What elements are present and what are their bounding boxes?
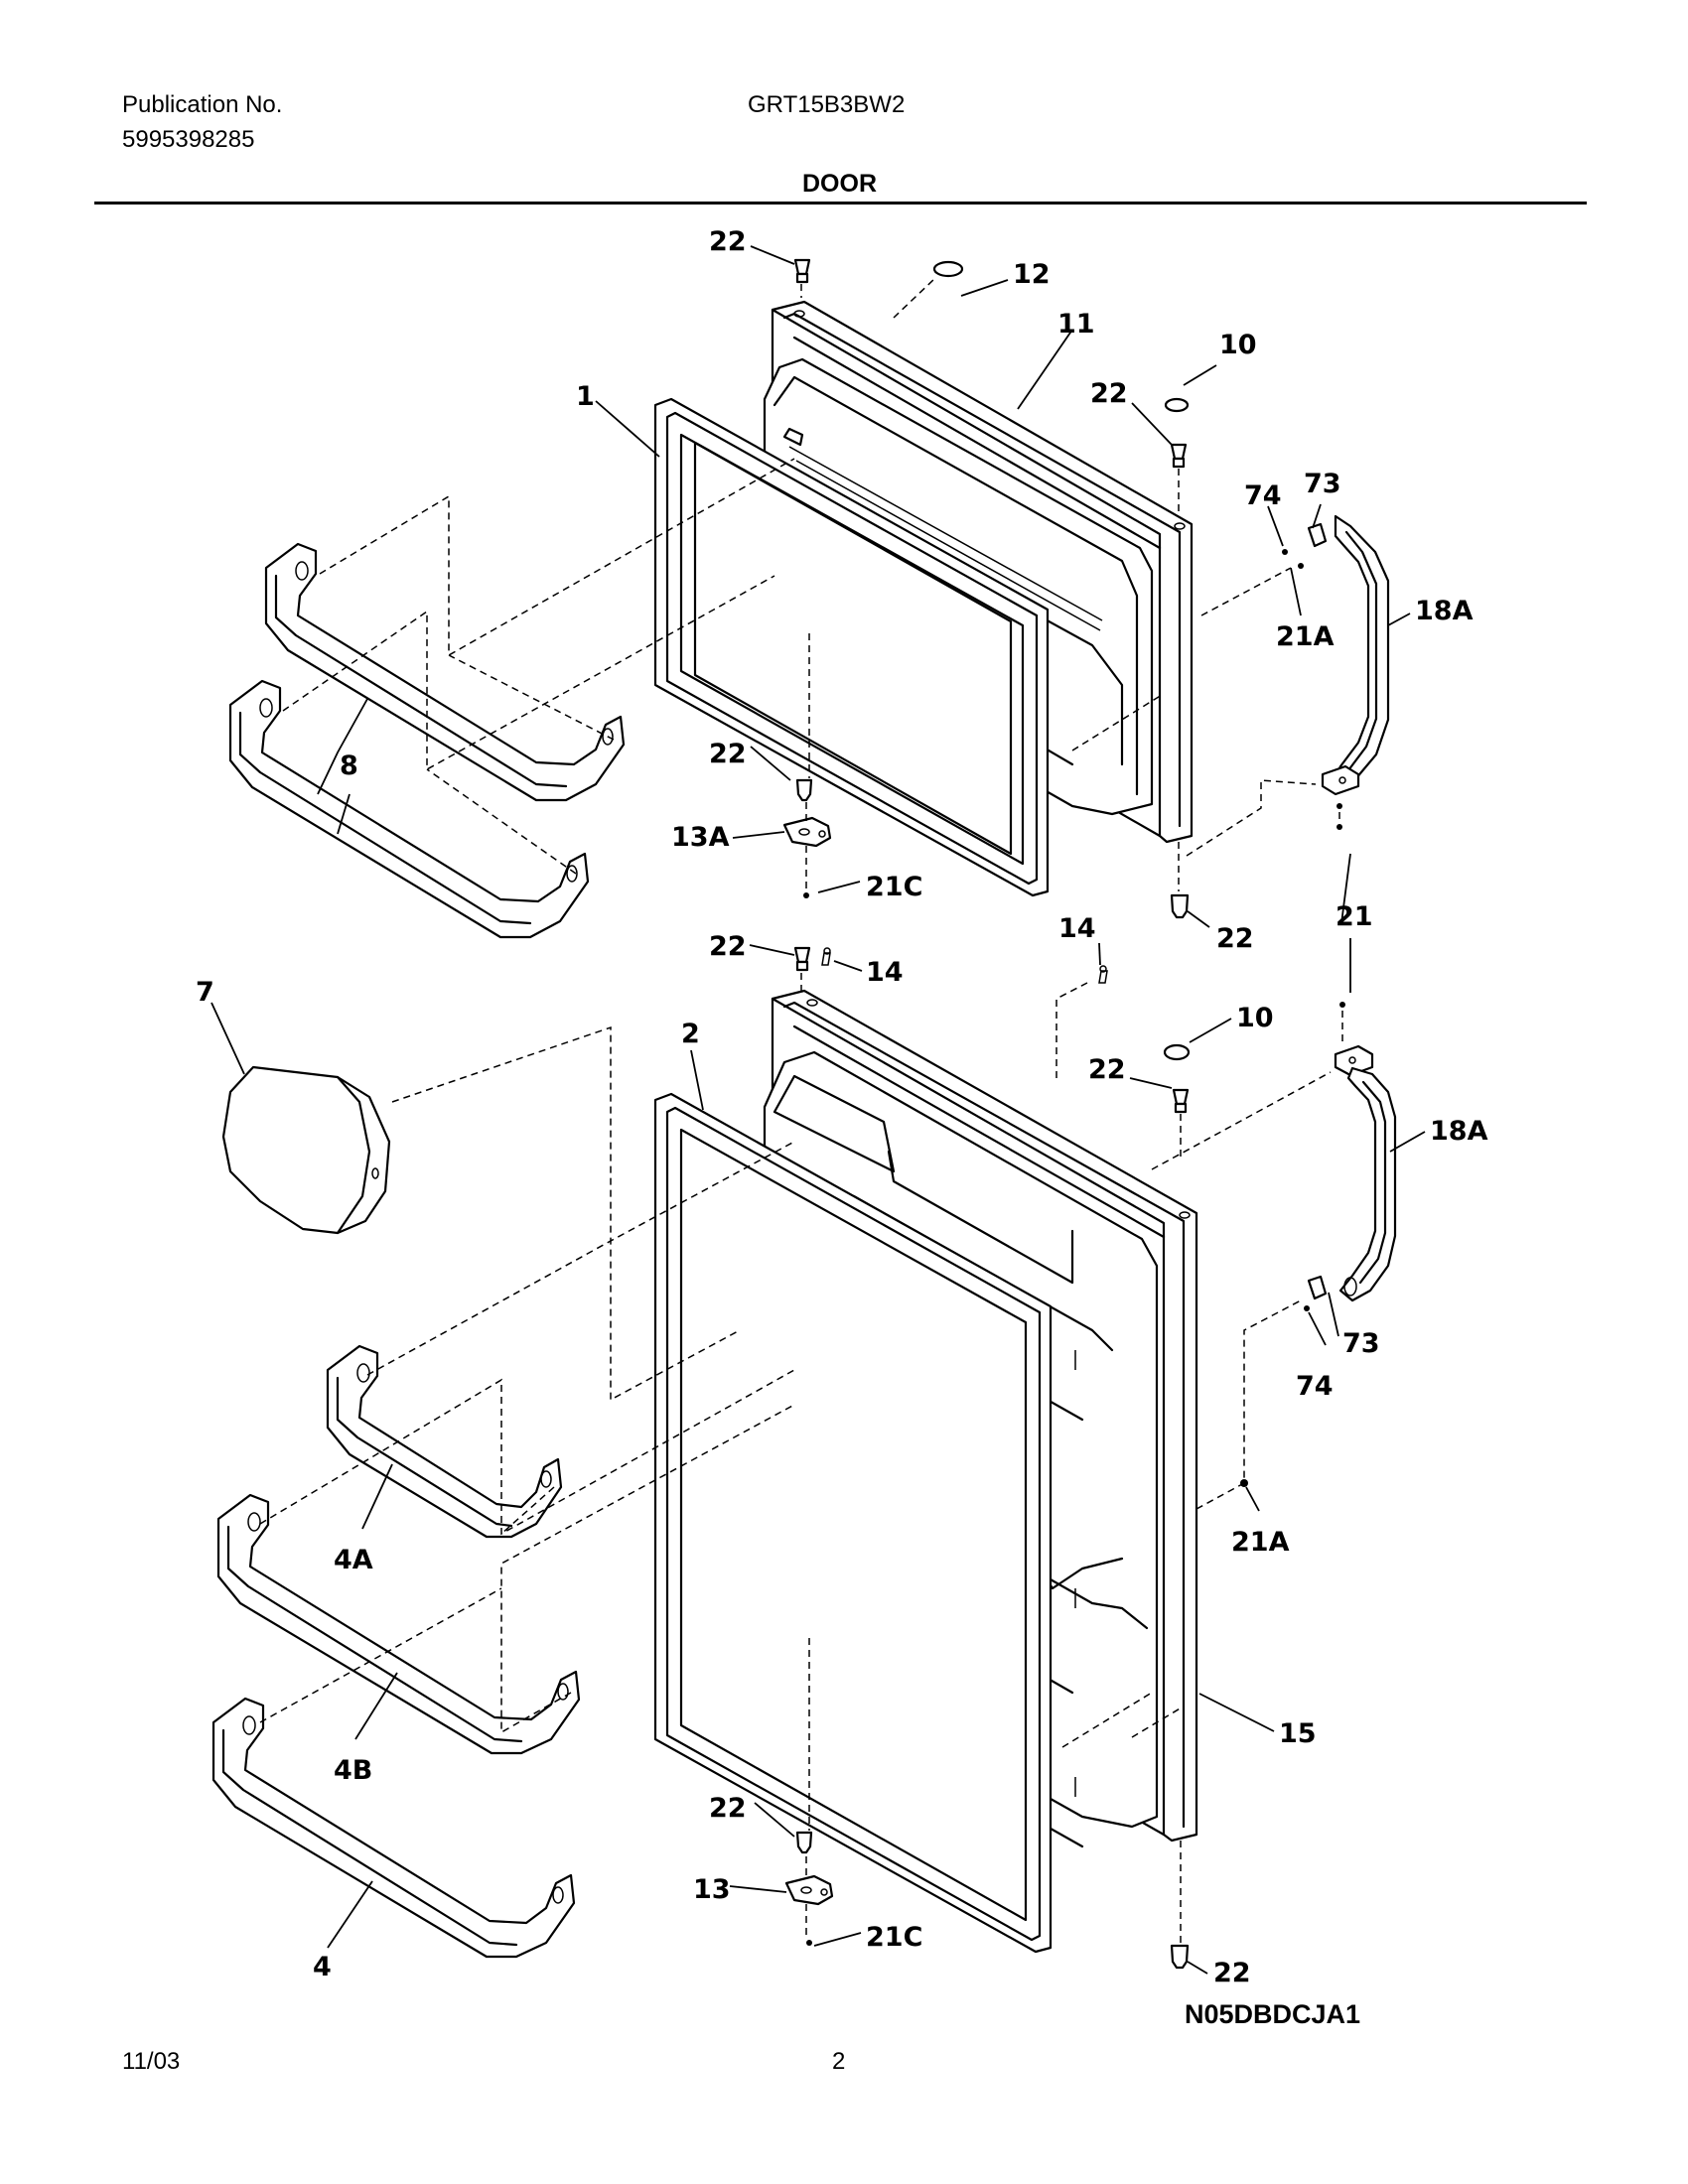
freezer-door-shelf-upper xyxy=(264,542,626,802)
door-shelf-4a xyxy=(326,1344,563,1539)
callout-21: 21 xyxy=(1336,901,1373,932)
callout-74-top: 74 xyxy=(1244,480,1282,511)
door-shelf-4b xyxy=(216,1493,581,1755)
callout-74-bottom: 74 xyxy=(1296,1371,1334,1402)
section-title: DOOR xyxy=(802,170,877,198)
callout-21a-top: 21A xyxy=(1276,621,1335,652)
publication-label: Publication No. xyxy=(122,91,283,118)
callout-22-fresh-food-bottom: 22 xyxy=(709,1793,747,1824)
callout-18a-bottom: 18A xyxy=(1430,1116,1488,1147)
callout-10-top: 10 xyxy=(1219,330,1257,360)
callout-22-fresh-food-top: 22 xyxy=(709,931,747,962)
callout-18a-top: 18A xyxy=(1415,596,1474,626)
fresh-food-bottom-hinge xyxy=(784,1831,1190,1970)
callout-2: 2 xyxy=(681,1019,700,1049)
callout-14-left: 14 xyxy=(866,957,904,988)
publication-number: 5995398285 xyxy=(122,126,255,153)
callout-12: 12 xyxy=(1013,259,1051,290)
callout-4a: 4A xyxy=(334,1545,373,1575)
fresh-food-door-handle xyxy=(1240,1002,1397,1487)
callout-15: 15 xyxy=(1279,1718,1317,1749)
fresh-food-door-gasket xyxy=(653,1092,1053,1954)
callout-8: 8 xyxy=(340,751,358,781)
page-number: 2 xyxy=(832,2048,846,2075)
callout-21c-bottom: 21C xyxy=(866,1922,922,1953)
footer-date: 11/03 xyxy=(122,2048,181,2075)
callout-73-top: 73 xyxy=(1304,469,1341,499)
header-rule xyxy=(94,202,1587,205)
callout-22-freezer-hinge: 22 xyxy=(1090,378,1128,409)
callout-22-freezer-bottom-right: 22 xyxy=(1216,923,1254,954)
dairy-compartment xyxy=(221,1065,391,1235)
callout-1: 1 xyxy=(576,381,595,412)
callout-13a: 13A xyxy=(671,822,730,853)
model-number: GRT15B3BW2 xyxy=(748,91,906,118)
freezer-door-shelf-lower xyxy=(228,679,590,939)
freezer-door-handle xyxy=(1282,514,1390,830)
assembly-dashed-lines xyxy=(259,277,1343,1944)
callout-leader-lines xyxy=(211,245,1426,1975)
freezer-hinge-screws xyxy=(793,258,1190,469)
callout-4b: 4B xyxy=(334,1755,372,1786)
callout-11: 11 xyxy=(1057,309,1095,340)
callout-4: 4 xyxy=(313,1952,332,1982)
callout-21c-top: 21C xyxy=(866,872,922,902)
door-shelf-4 xyxy=(211,1697,576,1959)
callout-73-bottom: 73 xyxy=(1342,1328,1380,1359)
callout-14-right: 14 xyxy=(1058,913,1096,944)
callout-21a-bottom: 21A xyxy=(1231,1527,1290,1558)
freezer-bottom-hinge xyxy=(782,778,1190,919)
callout-22-top-hinge-screw: 22 xyxy=(709,226,747,257)
diagram-code: N05DBDCJA1 xyxy=(1185,1999,1361,2029)
freezer-door-gasket xyxy=(653,397,1050,897)
callout-13: 13 xyxy=(693,1874,731,1905)
callout-22-fresh-food-hinge: 22 xyxy=(1088,1054,1126,1085)
fresh-food-hinge-screws xyxy=(793,946,1191,1114)
callout-22-freezer-bottom: 22 xyxy=(709,739,747,769)
callout-10-bottom: 10 xyxy=(1236,1003,1274,1033)
callout-22-fresh-food-bottom-right: 22 xyxy=(1213,1958,1251,1988)
callout-7: 7 xyxy=(196,977,214,1008)
